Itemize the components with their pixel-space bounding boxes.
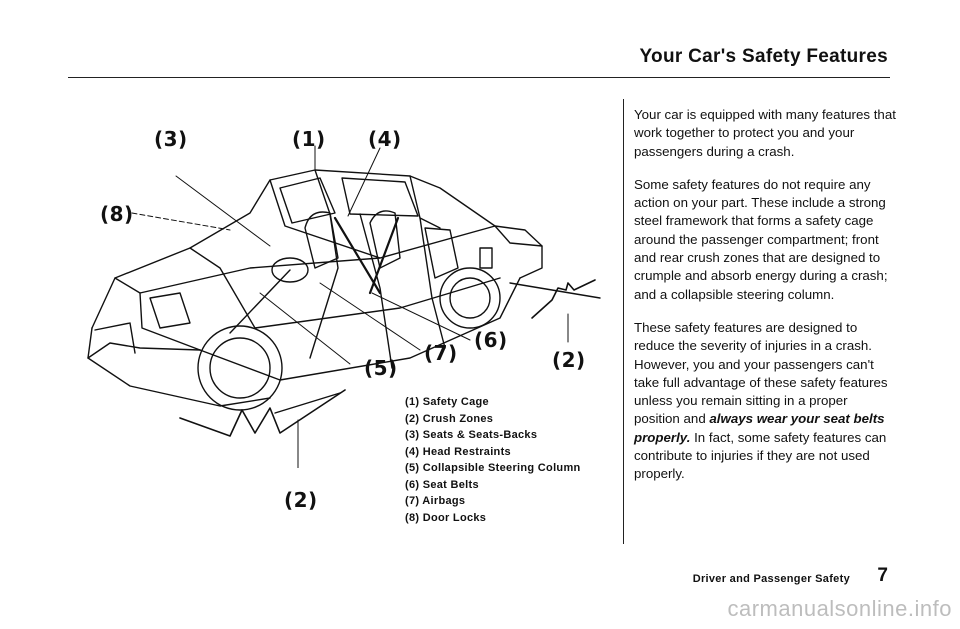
legend-item: (5) Collapsible Steering Column: [405, 462, 581, 474]
paragraph-passive-features: Some safety features do not require any …: [634, 176, 888, 302]
legend-item: (3) Seats & Seats-Backs: [405, 429, 538, 441]
legend: (1) Safety Cage (2) Crush Zones (3) Seat…: [405, 394, 581, 526]
callout-2-rear: (2): [552, 348, 586, 372]
callout-2-front: (2): [284, 488, 318, 512]
callout-7: (7): [424, 341, 458, 365]
watermark: carmanualsonline.info: [727, 596, 952, 621]
paragraph-seat-belts: These safety features are designed to re…: [634, 319, 896, 484]
page-number: 7: [877, 565, 888, 586]
legend-item: (8) Door Locks: [405, 511, 487, 524]
legend-item: (7) Airbags: [405, 495, 466, 507]
callout-1: (1): [292, 127, 326, 151]
legend-item: (2) Crush Zones: [405, 412, 494, 425]
callout-4: (4): [368, 127, 402, 151]
callout-8: (8): [100, 202, 134, 226]
header-rule: [68, 77, 890, 78]
paragraph-text: In fact, some safety features can contri…: [634, 429, 887, 482]
car-cutaway-illustration: [87, 145, 601, 468]
footer-section-label: Driver and Passenger Safety: [692, 573, 850, 585]
legend-item: (6) Seat Belts: [405, 478, 479, 491]
column-divider: [623, 99, 624, 544]
callout-5: (5): [364, 356, 398, 380]
paragraph-intro: Your car is equipped with many features …: [634, 107, 896, 159]
callout-6: (6): [474, 328, 508, 352]
seat-belt-emphasis: always wear your seat belts properly.: [634, 411, 885, 445]
paragraph-text: These safety features are designed to re…: [634, 319, 888, 427]
body-text: Your car is equipped with many features …: [634, 106, 896, 499]
legend-item: (1) Safety Cage: [405, 396, 489, 408]
page-title: Your Car's Safety Features: [639, 46, 888, 67]
callout-3: (3): [154, 127, 188, 151]
legend-item: (4) Head Restraints: [405, 445, 511, 458]
